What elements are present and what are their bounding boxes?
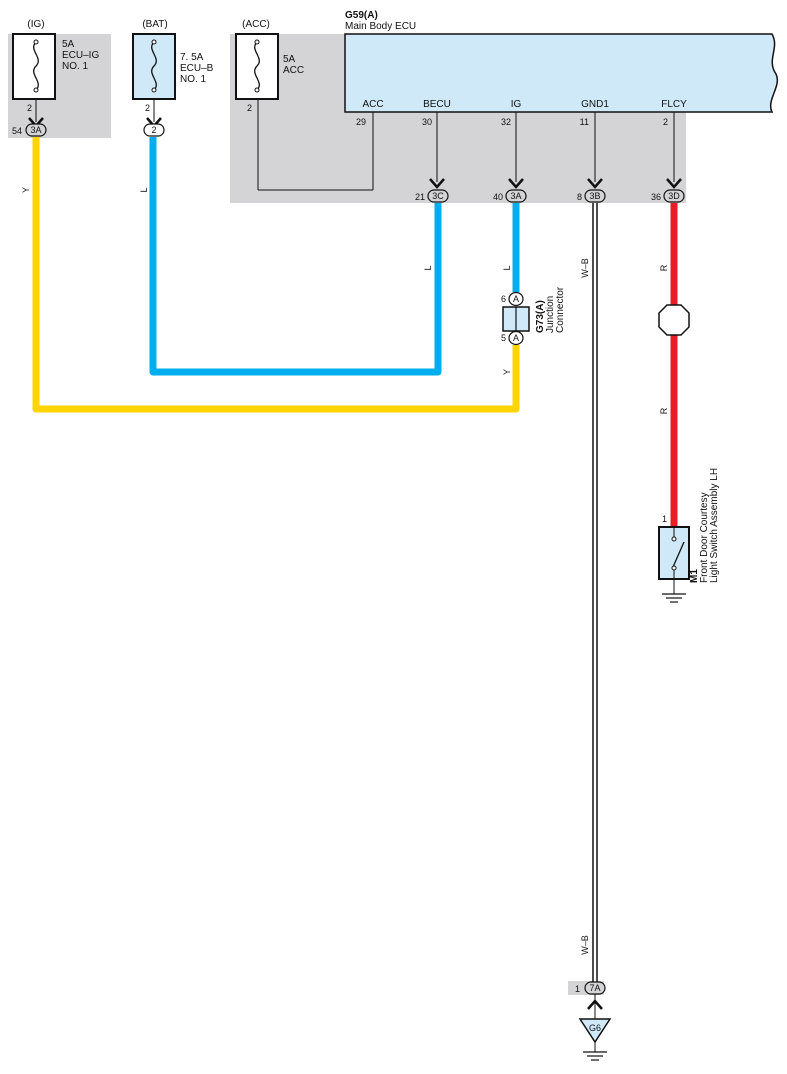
terminal-flcy: FLCY [661,99,687,110]
svg-text:7A: 7A [589,983,600,993]
svg-text:3A: 3A [30,125,41,135]
svg-text:8: 8 [577,192,582,202]
wire-labels: Y L L L Y W–B W–B R R [21,187,669,955]
svg-text:A: A [513,333,519,343]
svg-text:3A: 3A [510,191,521,201]
connector-3d: 3D 36 [651,178,685,203]
svg-text:2: 2 [27,103,32,113]
pin-acc: 29 [356,117,366,127]
svg-text:36: 36 [651,192,661,202]
fuse-ig-group: (IG) [27,19,44,30]
svg-text:1: 1 [575,984,580,994]
ecu-internal-lines [257,96,675,191]
ecu-name: Main Body ECU [345,21,416,32]
svg-text:3D: 3D [668,191,680,201]
connector-3c: 3C 21 [415,178,449,203]
connector-3b: 3B 8 [577,178,606,203]
ecu-connectors: 3C 21 3A 40 3B 8 3D 36 [415,178,685,203]
svg-text:40: 40 [493,192,503,202]
svg-text:5A: 5A [283,54,296,65]
svg-text:2: 2 [247,103,252,113]
wire-label-wb2: W–B [580,935,590,955]
svg-text:ECU–B: ECU–B [180,63,214,74]
connector-3a-ig: 3A 40 [493,178,527,203]
ecu-body [344,33,779,113]
svg-text:NO. 1: NO. 1 [180,74,207,85]
wire-label-r2: R [659,407,669,414]
pin-ig: 32 [501,117,511,127]
svg-text:Light Switch Assembly LH: Light Switch Assembly LH [709,468,720,583]
ecu-panel-lower [230,112,686,203]
svg-text:A: A [513,294,519,304]
junction-connector: A 6 A 5 G73(A) Junction Connector [501,286,566,346]
svg-text:NO. 1: NO. 1 [62,61,89,72]
pin-flcy: 2 [663,117,668,127]
svg-text:Connector: Connector [555,286,566,333]
fuse-acc: (ACC) 5A ACC 2 [235,19,304,113]
svg-text:Front Door Courtesy: Front Door Courtesy [699,492,710,583]
wire-label-l1: L [139,187,149,192]
terminal-becu: BECU [423,99,451,110]
svg-text:ECU–IG: ECU–IG [62,50,99,61]
svg-text:54: 54 [12,126,22,136]
svg-text:3C: 3C [432,191,444,201]
fuse-acc-group: (ACC) [242,19,270,30]
wire-label-y2: Y [502,369,512,375]
terminal-ig: IG [511,99,522,110]
svg-text:1: 1 [662,514,667,524]
svg-text:2: 2 [151,125,156,135]
ecu-id: G59(A) [345,10,378,21]
svg-text:ACC: ACC [283,65,304,76]
terminal-acc: ACC [362,99,383,110]
wire-blue-bat [149,137,442,376]
fuse-ecu-ig: (IG) 5A ECU–IG NO. 1 2 3A 54 [12,19,99,137]
wire-label-l3: L [502,265,512,270]
svg-text:G6: G6 [589,1023,601,1033]
fuse-ecu-b: (BAT) 7. 5A ECU–B NO. 1 2 2 [132,19,214,137]
door-courtesy-switch: 1 M1 Front Door Courtesy Light Switch As… [658,468,720,603]
wire-label-l2: L [423,265,433,270]
inline-connector-octagon [658,304,690,336]
svg-text:G73(A): G73(A) [535,300,546,333]
fuse-bat-group: (BAT) [142,19,167,30]
wire-label-r1: R [659,264,669,271]
wires [32,137,678,982]
svg-text:Junction: Junction [545,296,556,333]
svg-text:6: 6 [501,294,506,304]
pin-becu: 30 [422,117,432,127]
wire-label-wb1: W–B [580,258,590,278]
pin-gnd1: 11 [580,117,589,127]
svg-text:7. 5A: 7. 5A [180,52,204,63]
svg-text:M1: M1 [689,569,700,583]
svg-text:5: 5 [501,333,506,343]
ground-point: 7A 1 G6 [575,981,612,1061]
svg-text:5A: 5A [62,39,75,50]
wire-yellow [32,137,520,413]
svg-text:3B: 3B [589,191,600,201]
wire-label-y1: Y [21,187,31,193]
svg-text:21: 21 [415,192,425,202]
terminal-gnd1: GND1 [581,99,609,110]
svg-text:2: 2 [145,103,150,113]
